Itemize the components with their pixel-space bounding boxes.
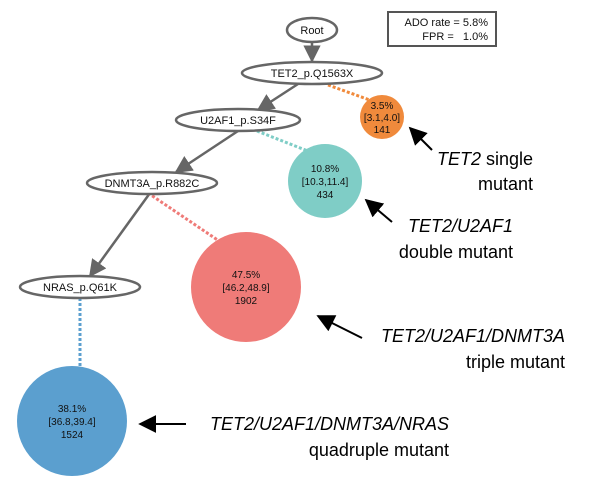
root-label: Root	[300, 25, 323, 37]
clone-interval: [46.2,48.9]	[222, 283, 269, 294]
clone-count: 1524	[61, 430, 84, 441]
annotation-genes: TET2/U2AF1	[408, 216, 513, 236]
clone-circle-u2af1: 10.8% [10.3,11.4] 434	[288, 144, 362, 218]
clone-percent: 3.5%	[371, 101, 394, 112]
clone-circle-nras: 38.1% [36.8,39.4] 1524	[17, 366, 127, 476]
clone-fill	[288, 144, 362, 218]
clone-percent: 47.5%	[232, 270, 260, 281]
node-u2af1: U2AF1_p.S34F	[174, 107, 302, 133]
arrow-single	[408, 126, 433, 151]
node-tet2: TET2_p.Q1563X	[240, 60, 384, 86]
annotation-quadruple: TET2/U2AF1/DNMT3A/NRAS quadruple mutant	[210, 414, 449, 460]
clone-count: 1902	[235, 296, 258, 307]
clone-interval: [36.8,39.4]	[48, 417, 95, 428]
node-dnmt3a-label: DNMT3A_p.R882C	[105, 178, 200, 190]
clone-percent: 38.1%	[58, 404, 86, 415]
legend-box: ADO rate = 5.8% FPR = 1.0%	[387, 11, 497, 47]
annotation-suffix: single	[481, 149, 533, 169]
annotation-line2: double mutant	[399, 242, 513, 262]
annotation-line2: quadruple mutant	[309, 440, 449, 460]
node-nras-label: NRAS_p.Q61K	[43, 282, 118, 294]
edge-dnmt3a-nras	[88, 192, 152, 278]
annotation-line2: mutant	[478, 174, 533, 194]
clone-count: 141	[374, 125, 391, 136]
clone-fill	[17, 366, 127, 476]
annotation-genes: TET2/U2AF1/DNMT3A/NRAS	[210, 414, 449, 434]
edge-u2af1-dnmt3a	[174, 129, 239, 174]
clone-interval: [3.1,4.0]	[364, 113, 400, 124]
clone-circle-tet2: 3.5% [3.1,4.0] 141	[360, 95, 404, 139]
node-tet2-label: TET2_p.Q1563X	[271, 68, 354, 80]
ado-rate-label: ADO rate = 5.8%	[405, 17, 489, 29]
annotation-line2: triple mutant	[466, 352, 565, 372]
clone-interval: [10.3,11.4]	[302, 177, 349, 188]
annotation-double: TET2/U2AF1 double mutant	[399, 216, 513, 262]
clone-count: 434	[317, 190, 334, 201]
root-node: Root	[285, 16, 339, 44]
node-u2af1-label: U2AF1_p.S34F	[200, 115, 276, 127]
tree-edges	[88, 42, 321, 278]
arrow-triple	[316, 315, 363, 339]
node-nras: NRAS_p.Q61K	[18, 274, 142, 300]
annotation-genes: TET2	[437, 149, 481, 169]
fpr-label: FPR = 1.0%	[422, 31, 488, 43]
arrow-double	[364, 198, 393, 223]
connector-dnmt3a	[147, 191, 226, 247]
connector-u2af1	[256, 129, 319, 157]
edge-tet2-u2af1	[256, 82, 299, 112]
clone-fill	[191, 232, 301, 342]
annotation-single: TET2 single mutant	[437, 149, 533, 194]
annotation-genes: TET2/U2AF1/DNMT3A	[381, 326, 565, 346]
annotation-triple: TET2/U2AF1/DNMT3A triple mutant	[381, 326, 565, 372]
clone-circle-dnmt3a: 47.5% [46.2,48.9] 1902	[191, 232, 301, 342]
clone-percent: 10.8%	[311, 164, 339, 175]
annotation-line1: TET2 single	[437, 149, 533, 169]
clone-fill	[360, 95, 404, 139]
annotation-arrows	[138, 126, 433, 433]
node-dnmt3a: DNMT3A_p.R882C	[85, 170, 219, 196]
